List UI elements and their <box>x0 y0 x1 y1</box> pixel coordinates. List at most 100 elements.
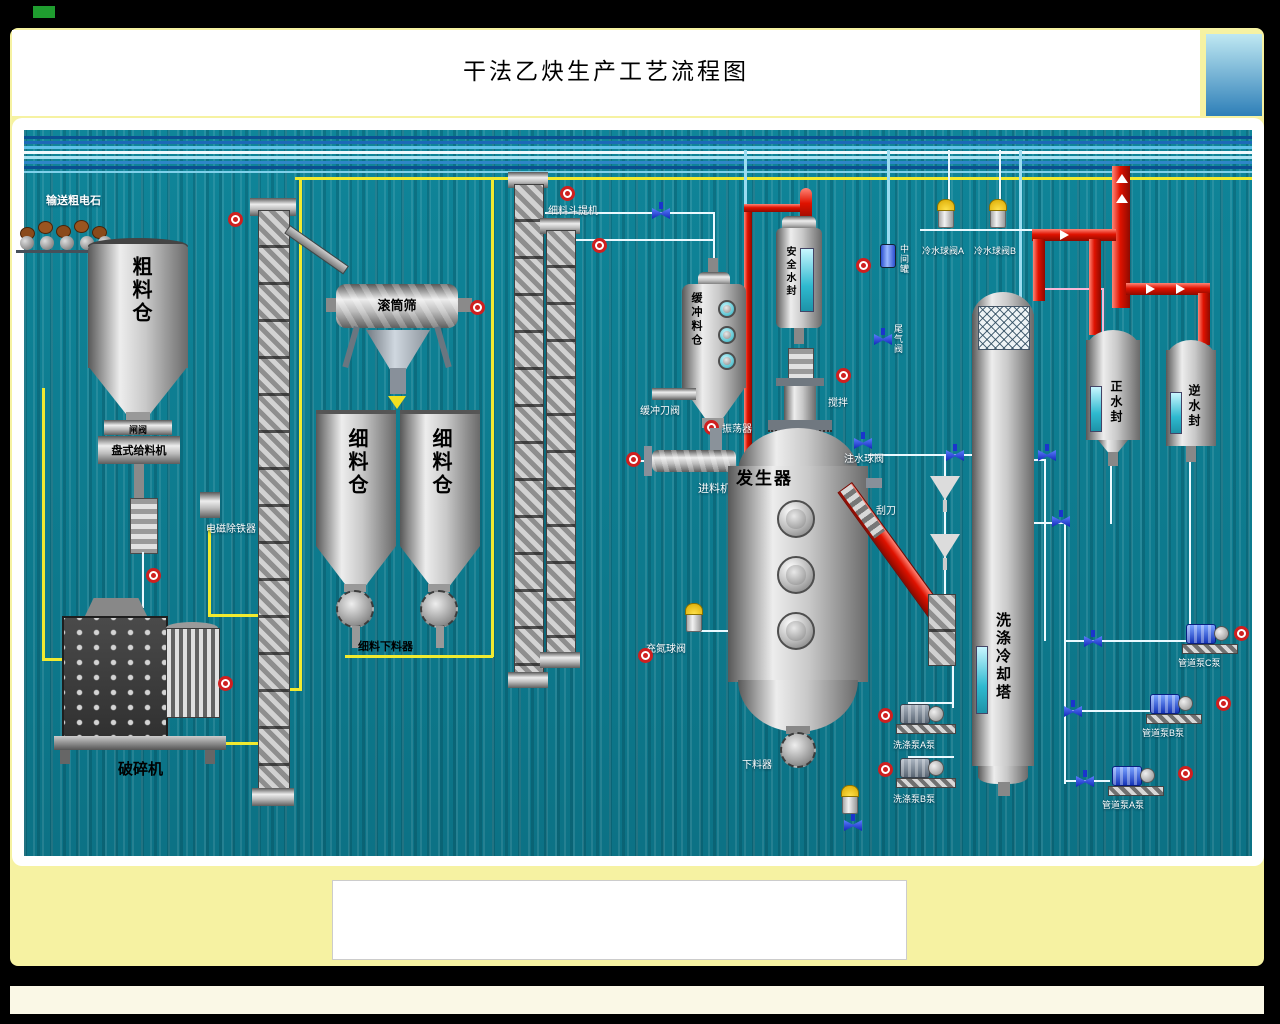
feeder-flange <box>644 446 652 476</box>
valve-icon[interactable] <box>841 785 859 814</box>
pipe-yellow <box>208 614 258 617</box>
generator-porthole <box>777 500 815 538</box>
valve-icon[interactable] <box>1038 444 1056 461</box>
pipe-pump-c[interactable] <box>1186 624 1216 644</box>
disc-feeder-label: 盘式给料机 <box>111 445 167 457</box>
wash-pump-b-head <box>928 760 944 776</box>
crusher-leg <box>205 750 215 764</box>
drum-screen-label: 滚筒筛 <box>377 298 417 313</box>
pipe-white <box>1044 459 1046 641</box>
safety-seal-cap <box>782 216 816 230</box>
tower-packing <box>978 306 1030 350</box>
pipe-white <box>908 756 954 758</box>
valve-icon[interactable] <box>946 444 964 461</box>
drum-screen[interactable]: 滚筒筛 <box>336 284 458 328</box>
flow-arrow-right <box>1146 284 1155 294</box>
pipe-yellow <box>285 688 302 691</box>
carbide-lump <box>38 221 53 234</box>
fine-silo-b-label: 细料仓 <box>429 428 451 497</box>
fine-silo-a-label: 细料仓 <box>345 428 367 497</box>
pipe-yellow <box>295 177 1252 180</box>
page-title: 干法乙炔生产工艺流程图 <box>463 59 749 84</box>
pipe-pump-a-base <box>1108 786 1164 796</box>
pipe-white <box>574 239 714 241</box>
pipe-white <box>952 656 954 708</box>
indicator-light <box>592 238 607 253</box>
indicator-light <box>836 368 851 383</box>
oscillator-label: 振荡器 <box>722 424 752 435</box>
valve-icon[interactable] <box>1076 770 1094 787</box>
discharger-label: 下料器 <box>742 760 772 771</box>
wash-pump-b-base <box>896 778 956 788</box>
rev-seal-level <box>1170 392 1182 434</box>
pipe-yellow <box>345 655 493 658</box>
crusher-base <box>54 736 226 750</box>
buffer-knife-valve-label: 缓冲刀阀 <box>640 406 680 417</box>
pipe-pump-a[interactable] <box>1112 766 1142 786</box>
buffer-knife-valve[interactable] <box>652 388 696 400</box>
coarse-silo-label: 粗料仓 <box>129 256 151 325</box>
mid-tank-label: 中间罐 <box>899 244 909 274</box>
scraper-drop-leg <box>928 594 956 666</box>
process-diagram-canvas <box>24 130 1252 856</box>
indicator-light <box>470 300 485 315</box>
indicator-light <box>856 258 871 273</box>
water-inject-valve-label: 注水球阀 <box>844 454 884 465</box>
agitator-motor <box>788 348 814 380</box>
pipe-pump-b-label: 管道泵B泵 <box>1142 728 1185 738</box>
buffer-drop-pipe <box>710 428 722 450</box>
disc-feeder[interactable]: 盘式给料机 <box>98 436 180 464</box>
pipe-pump-c-label: 管道泵C泵 <box>1178 658 1221 668</box>
valve-icon[interactable] <box>1084 630 1102 647</box>
yellow-arrow-down <box>388 396 406 409</box>
pipe-segment <box>24 151 1252 154</box>
pipe-pump-a-label: 管道泵A泵 <box>1102 800 1145 810</box>
pipe-yellow <box>491 179 494 657</box>
generator-bottom-flange <box>780 732 816 768</box>
cold-water-valve-a[interactable] <box>937 199 955 228</box>
valve-icon[interactable] <box>1064 700 1082 717</box>
cold-water-valve-b[interactable] <box>989 199 1007 228</box>
pipe-white <box>700 630 738 632</box>
wash-pump-a-base <box>896 724 956 734</box>
red-gas-pipe-generator <box>744 204 752 456</box>
red-gas-pipe <box>1089 239 1101 335</box>
valve-icon[interactable] <box>844 814 862 831</box>
tail-gas-valve[interactable] <box>874 328 892 345</box>
wash-pump-a[interactable] <box>900 704 930 724</box>
rod-valve[interactable]: 闸阀 <box>104 420 172 435</box>
fine-silo-b-flange <box>420 590 458 628</box>
valve-icon[interactable] <box>652 202 670 219</box>
agitator-label: 搅拌 <box>828 398 848 409</box>
pipe-cyan <box>887 150 890 250</box>
water-inject-valve[interactable] <box>854 432 872 449</box>
pos-seal-stem <box>1108 452 1118 466</box>
nitrogen-valve[interactable] <box>685 603 703 632</box>
pipe-pink <box>1102 288 1104 335</box>
coarse-silo-neck <box>126 412 150 422</box>
pipe-white <box>1064 522 1066 784</box>
screw-feeder[interactable] <box>652 450 736 472</box>
wash-pump-b[interactable] <box>900 758 930 778</box>
fine-silo-a-body <box>316 414 396 546</box>
funnel-separator <box>930 476 960 500</box>
pipe-segment <box>24 136 1252 139</box>
title-bar <box>12 30 1200 116</box>
indicator-light <box>878 708 893 723</box>
pipe-pump-b[interactable] <box>1150 694 1180 714</box>
pipe-pump-c-base <box>1182 644 1238 654</box>
elevator1-boot <box>252 788 294 806</box>
valve-icon[interactable] <box>1052 510 1070 527</box>
safety-seal-stem <box>794 328 804 344</box>
pipe-yellow <box>208 528 211 616</box>
tower-stem <box>998 782 1010 796</box>
agitator-flange <box>776 378 824 386</box>
fine-silo-a-neck <box>344 584 366 592</box>
buffer-silo-label: 缓冲料仓 <box>690 292 702 348</box>
wash-pump-a-label: 洗涤泵A泵 <box>893 740 936 750</box>
fine-silo-b-neck <box>428 584 450 592</box>
indicator-light <box>638 648 653 663</box>
flow-arrow-up <box>1116 194 1128 203</box>
pipe-white <box>545 212 715 214</box>
